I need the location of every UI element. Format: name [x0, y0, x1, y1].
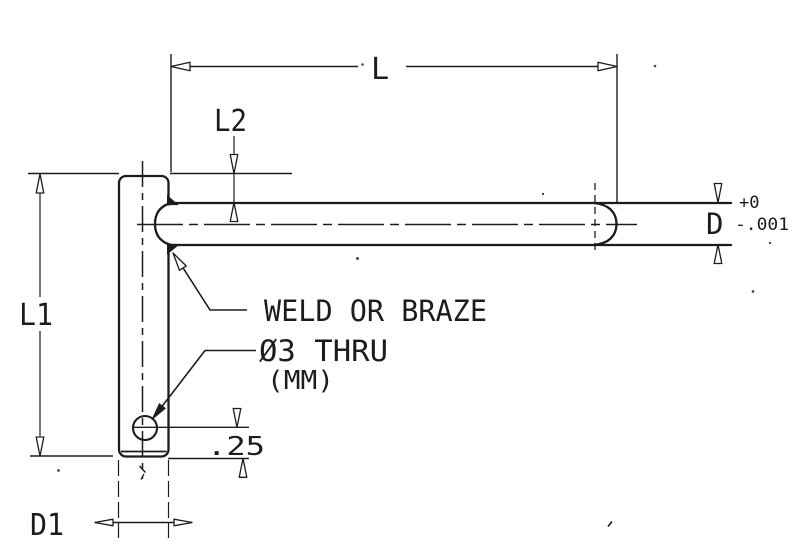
- centerlines: [137, 161, 637, 480]
- arrowhead-offset-bottom: [238, 457, 248, 478]
- speck-dot: [361, 63, 364, 66]
- dim-label-L1: L1: [19, 298, 53, 333]
- dimension-L: L: [170, 52, 618, 202]
- stem-centerline-tick-2: [140, 473, 145, 480]
- arrowhead-L2-top: [229, 153, 239, 175]
- dim-label-D1: D1: [30, 508, 64, 543]
- hole-note-text: Ø3 THRU: [259, 334, 388, 368]
- speck-dot: [768, 241, 772, 245]
- dim-label-L2: L2: [214, 104, 247, 139]
- weld-fillet-top: [167, 194, 179, 206]
- dimension-L2: L2: [170, 104, 292, 223]
- tolerance-minus: -.001: [735, 215, 789, 235]
- speck-dot: [751, 290, 755, 293]
- speck-dot: [356, 257, 359, 260]
- weld-note-text: WELD OR BRAZE: [264, 294, 487, 328]
- thru-hole: [131, 414, 159, 442]
- speck-dot: [653, 64, 657, 68]
- hole-callout: Ø3 THRU (MM): [151, 334, 388, 420]
- dim-label-L: L: [371, 52, 389, 87]
- hole-note-unit-text: (MM): [267, 366, 334, 396]
- arrowhead-L-right: [597, 61, 618, 72]
- tolerance-plus: +0: [739, 193, 759, 213]
- dimension-L1: L1: [19, 172, 119, 457]
- arrowhead-L1-top: [35, 173, 45, 194]
- arrowhead-D-top: [713, 182, 723, 204]
- dimension-hole-offset: .25: [134, 407, 265, 478]
- dimension-D1: D1: [30, 460, 193, 543]
- arrowhead-D-bottom: [713, 243, 723, 265]
- arrowhead-weld-leader: [172, 252, 187, 271]
- speck-dot: [541, 192, 545, 196]
- arrowhead-hole-leader: [151, 403, 166, 420]
- scan-artifacts: [57, 63, 772, 527]
- stem-centerline-tick-1: [138, 465, 147, 474]
- dimension-D: D +0 -.001: [706, 182, 789, 265]
- leader-line-hole: [152, 349, 256, 418]
- arrowhead-L-left: [170, 61, 191, 72]
- arrowhead-L1-bottom: [35, 436, 45, 457]
- arrowhead-D1-left: [94, 518, 114, 527]
- weld-note-callout: WELD OR BRAZE: [172, 252, 487, 328]
- dim-label-D: D: [706, 207, 723, 241]
- dim-label-hole-offset: .25: [207, 432, 265, 462]
- weld-fillet-bottom: [167, 243, 181, 255]
- stem-body: [117, 174, 170, 458]
- speck-dot: [57, 469, 60, 472]
- arrowhead-L2-bottom: [229, 201, 239, 223]
- arrowhead-offset-top: [232, 407, 242, 428]
- arrowhead-D1-right: [173, 518, 193, 527]
- leader-line-weld: [173, 254, 247, 311]
- speck-tick: [607, 521, 613, 527]
